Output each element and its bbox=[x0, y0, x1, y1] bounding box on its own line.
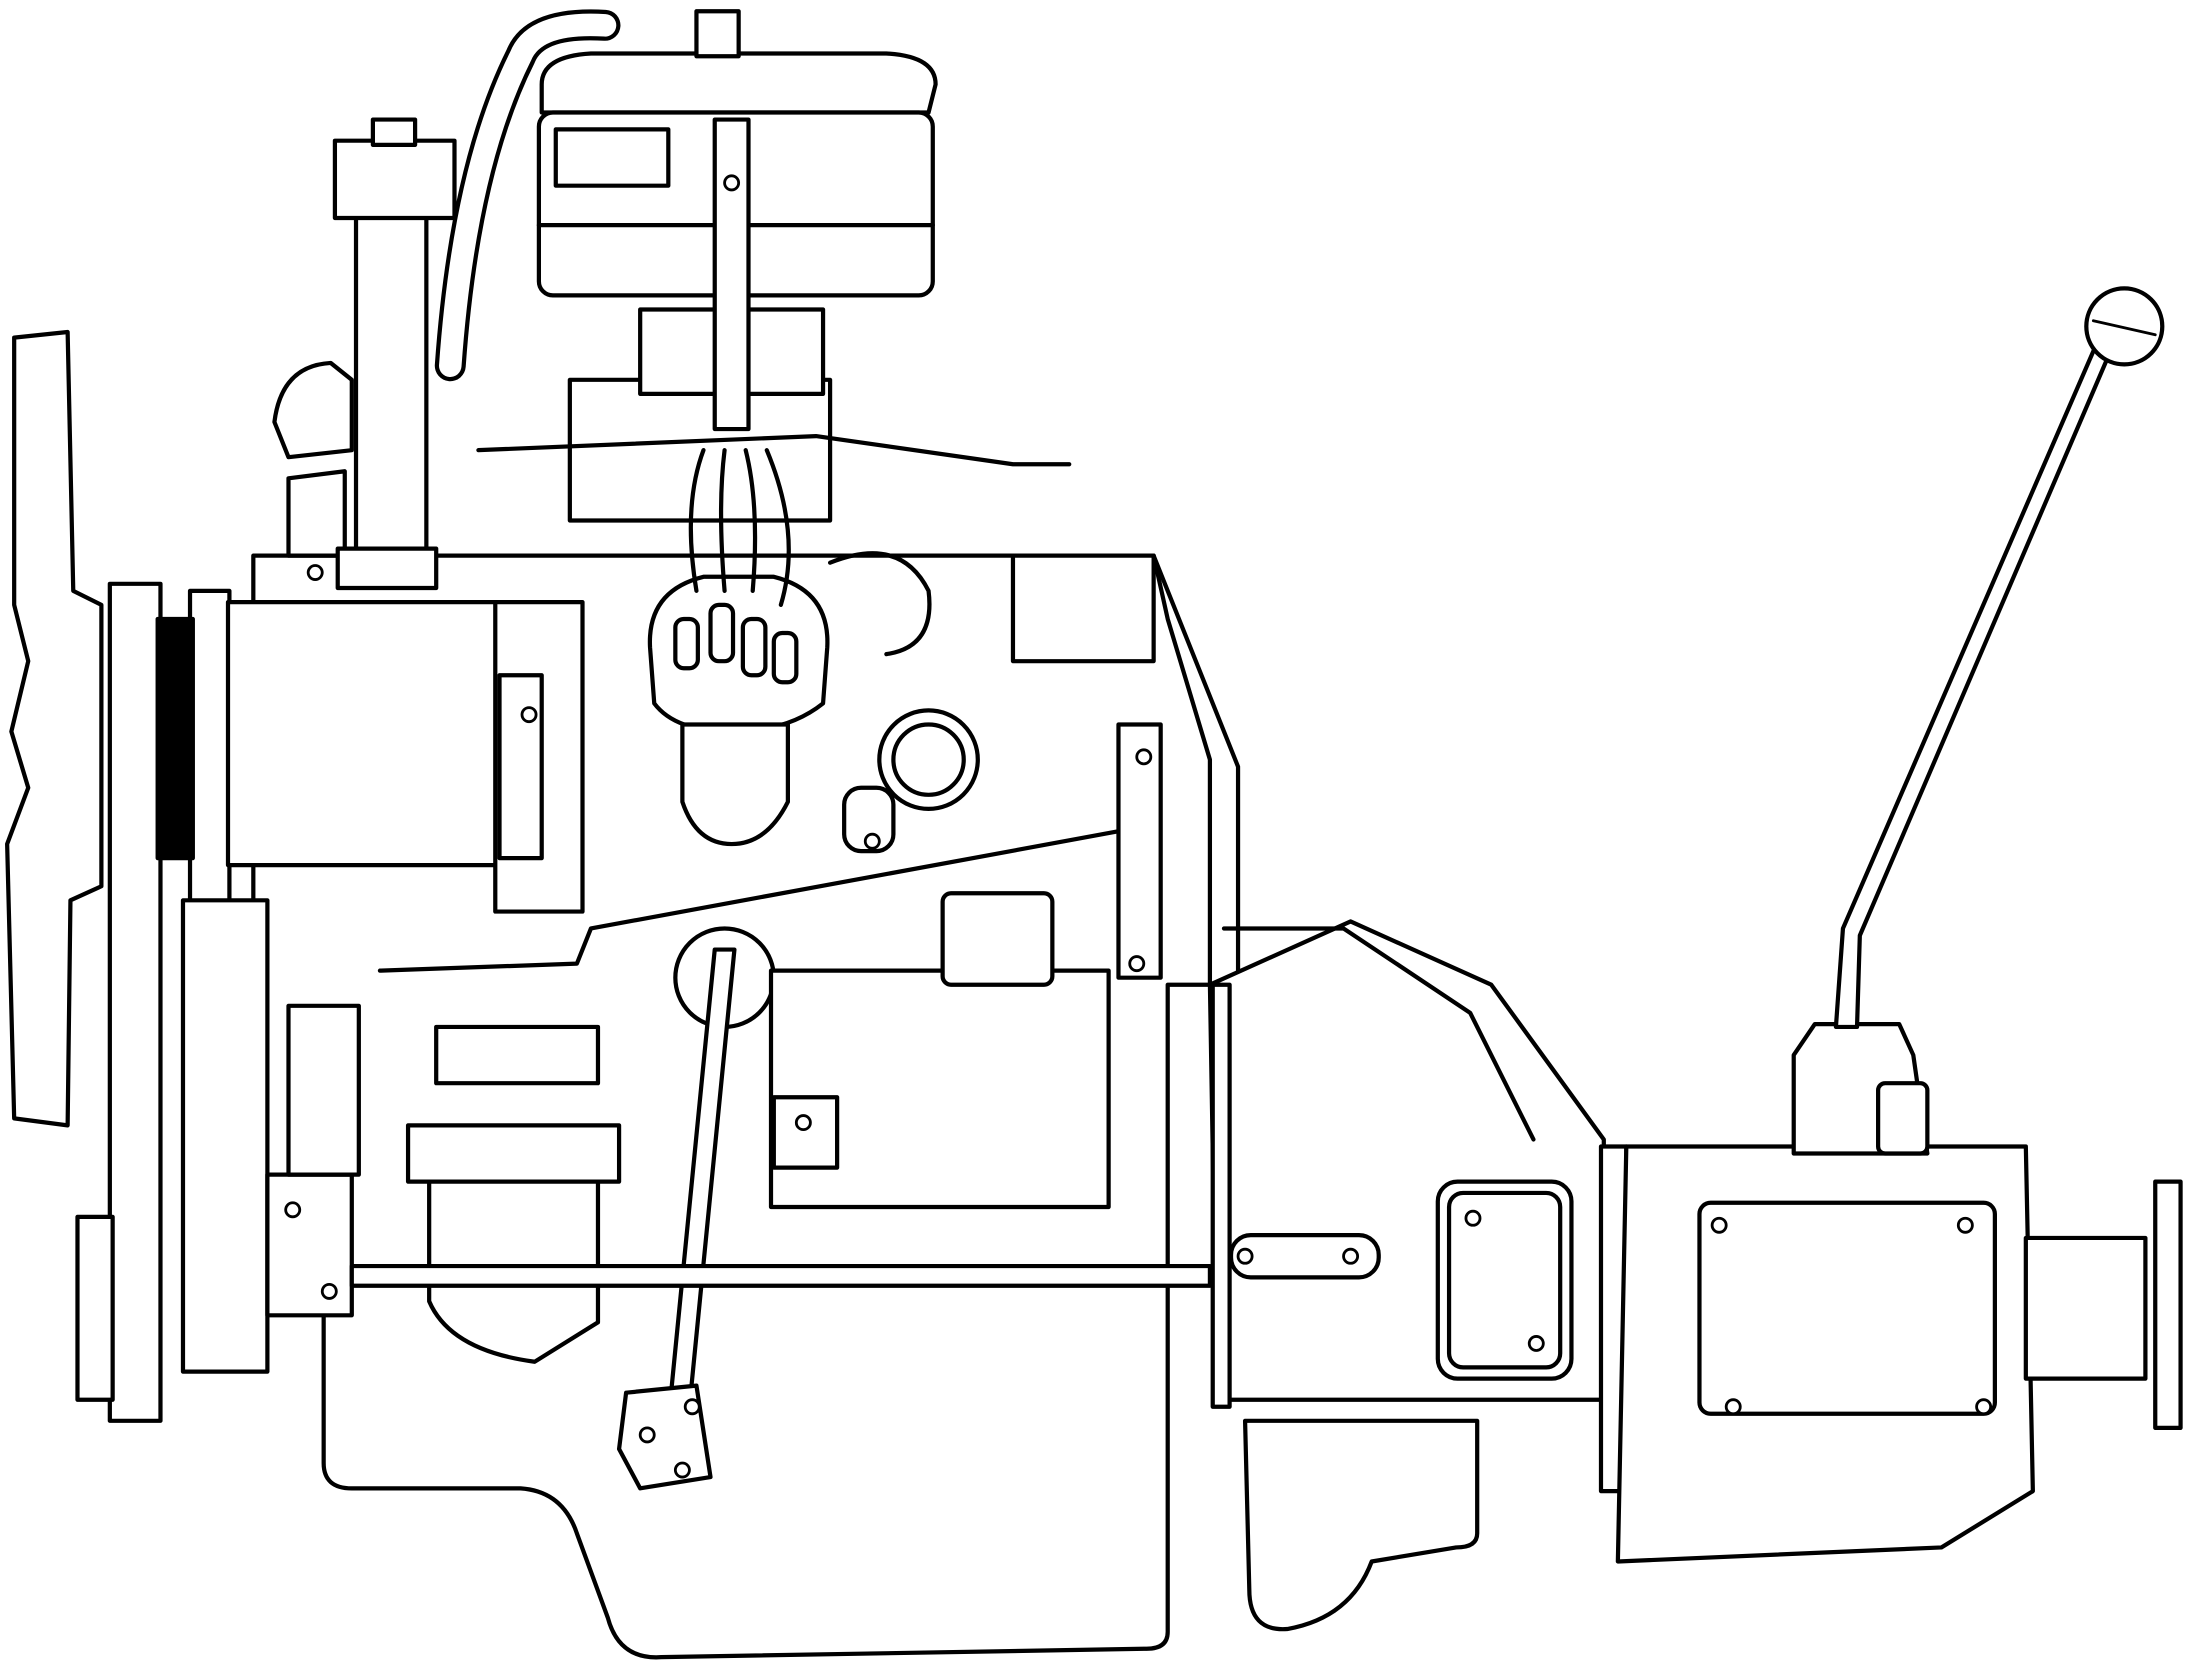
oil-filler-cap bbox=[332, 138, 457, 221]
shift-lever bbox=[1833, 342, 2113, 1030]
bolt-heads bbox=[284, 174, 1993, 1479]
crank-pulley bbox=[107, 581, 163, 1423]
water-outlet bbox=[272, 360, 354, 460]
fan-blade bbox=[5, 329, 104, 1128]
wing-nut bbox=[694, 9, 741, 59]
distributor-body bbox=[680, 722, 790, 847]
output-flange bbox=[2153, 1179, 2183, 1430]
oil-filter-flange bbox=[405, 1123, 622, 1184]
carb-linkage-rod bbox=[712, 117, 751, 432]
shift-boss bbox=[1876, 1081, 1930, 1156]
fuel-pump-top bbox=[434, 1024, 601, 1086]
breather-hose-inner bbox=[439, 13, 617, 378]
linkage-bracket bbox=[1116, 722, 1163, 980]
starter-motor bbox=[768, 968, 1111, 1210]
bell-housing-upper bbox=[1221, 926, 1536, 1142]
starter-solenoid bbox=[940, 891, 1055, 987]
inspection-cover-inner bbox=[1446, 1190, 1563, 1370]
harmonic-balancer bbox=[75, 1214, 115, 1402]
motor-mount bbox=[265, 1172, 354, 1318]
oil-pump-port-inner bbox=[891, 722, 966, 797]
head-cover-right bbox=[1010, 553, 1156, 664]
oil-filler-top bbox=[370, 117, 418, 148]
timing-cover bbox=[180, 898, 270, 1374]
spark-plug-wires bbox=[688, 448, 932, 657]
distributor-terminals bbox=[673, 602, 799, 685]
transmission-side-cover bbox=[1697, 1200, 1997, 1416]
throttle-rod bbox=[377, 827, 1128, 973]
bell-housing-flange bbox=[1210, 982, 1232, 1409]
oil-filler-tube bbox=[353, 208, 429, 558]
generator-bracket bbox=[497, 673, 544, 861]
intake-manifold bbox=[567, 377, 833, 523]
tailshaft-housing bbox=[2023, 1235, 2148, 1381]
clutch-fork-slot bbox=[1228, 1233, 1381, 1280]
vacuum-advance bbox=[842, 785, 896, 854]
valve-cover bbox=[286, 469, 347, 558]
oil-pan bbox=[321, 1270, 1170, 1660]
bell-housing-lower bbox=[1242, 1418, 1480, 1632]
fuel-line bbox=[476, 433, 1072, 467]
generator bbox=[225, 599, 509, 868]
block-side-rib bbox=[1151, 553, 1241, 987]
shift-knob-slot bbox=[2091, 319, 2157, 337]
air-cleaner bbox=[539, 51, 938, 115]
front-bracket bbox=[286, 1003, 361, 1177]
timing-gear bbox=[155, 616, 195, 861]
air-cleaner-label-plate bbox=[553, 127, 671, 188]
starter-mount bbox=[771, 1095, 840, 1170]
filler-collar bbox=[335, 546, 439, 591]
block-rail bbox=[349, 1263, 1213, 1288]
